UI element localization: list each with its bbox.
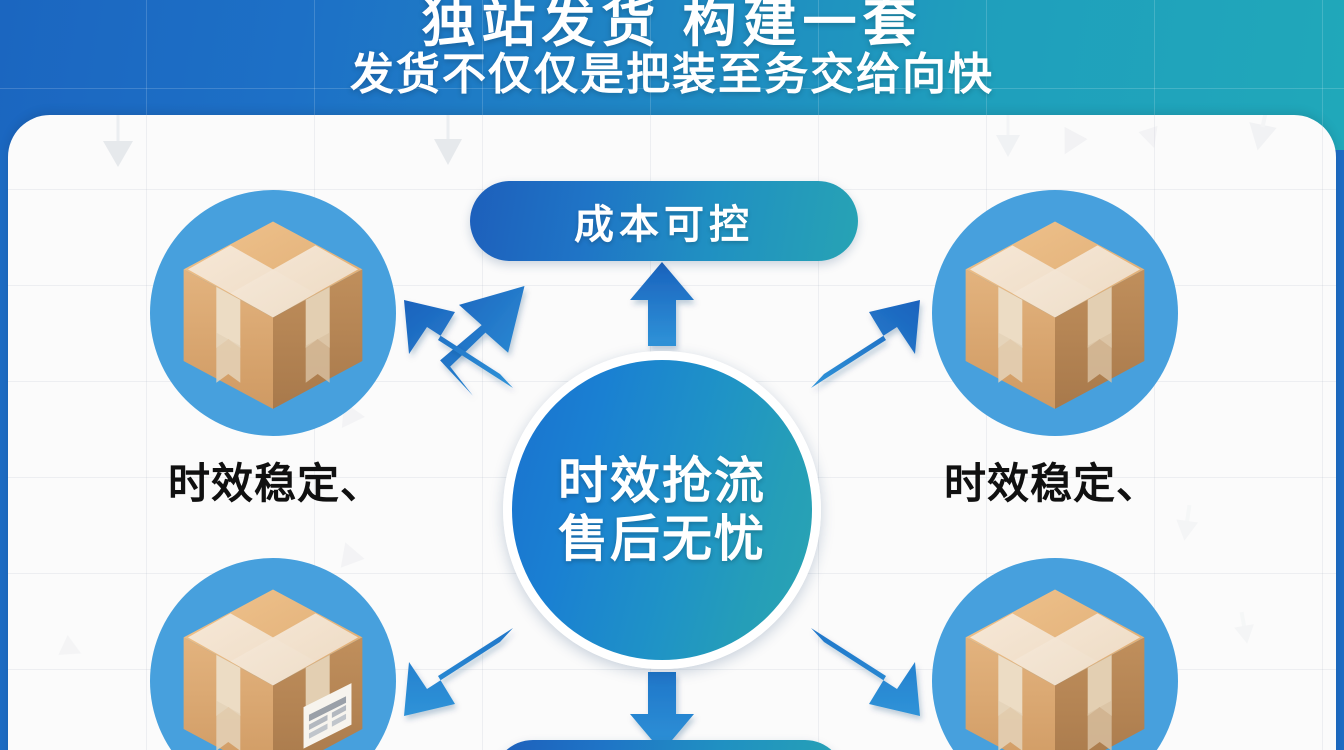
right-node-label: 时效稳定、 [944,460,1160,507]
package-box-icon [946,204,1164,422]
bottom-pill[interactable] [493,740,845,750]
arrow-up-icon [630,262,694,346]
node-bottom-right[interactable] [932,558,1178,750]
arrow-up-left-icon [440,286,525,396]
package-box-icon [946,572,1164,750]
watermark-layer [8,115,1336,750]
arrow-down-right-icon [811,628,920,716]
center-hub[interactable]: 时效抢流 售后无忧 [503,351,821,669]
arrow-down-left-icon [404,628,513,716]
banner-title: 独站发货 构建一套 [421,0,923,53]
shipping-label-icon [303,683,352,749]
banner-subtitle: 发货不仅仅是把装至务交给向快 [350,50,994,99]
hub-line-1: 时效抢流 [558,453,766,509]
node-bottom-left[interactable] [150,558,396,750]
cost-control-pill-label: 成本可控 [574,203,754,247]
arrow-down-icon [630,672,694,750]
arrow-up-left-shape [404,300,513,388]
node-top-right[interactable] [932,190,1178,436]
package-box-icon [164,204,382,422]
node-top-left[interactable] [150,190,396,436]
package-box-labeled-icon [164,572,382,750]
left-node-label: 时效稳定、 [168,460,384,507]
hub-line-2: 售后无忧 [558,511,766,567]
arrow-up-right-icon [811,300,920,388]
cost-control-pill[interactable]: 成本可控 [470,181,858,261]
